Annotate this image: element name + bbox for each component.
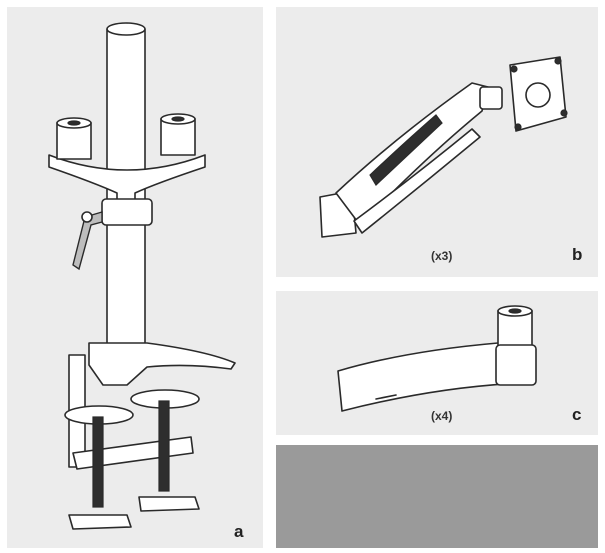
extension-arm-post-hole	[508, 308, 522, 314]
pole-top	[106, 22, 146, 36]
right-post-hole	[171, 116, 185, 122]
panel-b-gas-spring-arm: (x3) b	[276, 7, 598, 277]
pole-clamp-illustration	[48, 22, 236, 530]
clamp-bottom-plate	[72, 436, 194, 470]
panel-a-letter: a	[234, 522, 244, 541]
arm-body	[335, 82, 489, 226]
pole-collar	[101, 198, 153, 226]
vesa-hole	[554, 57, 562, 65]
extension-arm-joint	[495, 344, 537, 386]
panel-a-pole-clamp: a	[7, 7, 263, 548]
extension-arm-slot	[375, 394, 397, 400]
right-screw	[158, 400, 170, 492]
extension-arm-illustration	[337, 305, 537, 412]
vesa-hole	[514, 123, 522, 131]
panel-c-letter: c	[572, 405, 582, 424]
clamp-top-plate	[88, 342, 236, 386]
gas-spring-arm-illustration	[319, 56, 568, 238]
lever-pivot	[81, 211, 93, 223]
arm-lower-link	[353, 128, 481, 234]
vesa-hole	[510, 65, 518, 73]
left-screw	[92, 416, 104, 508]
panel-c-quantity: (x4)	[431, 409, 453, 423]
arm-joint	[479, 86, 503, 110]
vesa-hole	[560, 109, 568, 117]
panel-b-quantity: (x3)	[431, 249, 453, 263]
panel-c-extension-arm: (x4) c	[276, 291, 598, 435]
arm-spring-slot	[369, 114, 443, 186]
left-knob	[68, 514, 132, 530]
vesa-center	[525, 82, 551, 108]
blank-panel	[276, 445, 598, 548]
top-bracket	[48, 154, 206, 202]
right-knob	[138, 496, 200, 512]
extension-arm-body	[337, 342, 523, 412]
left-post-hole	[67, 120, 81, 126]
panel-b-letter: b	[572, 245, 583, 264]
